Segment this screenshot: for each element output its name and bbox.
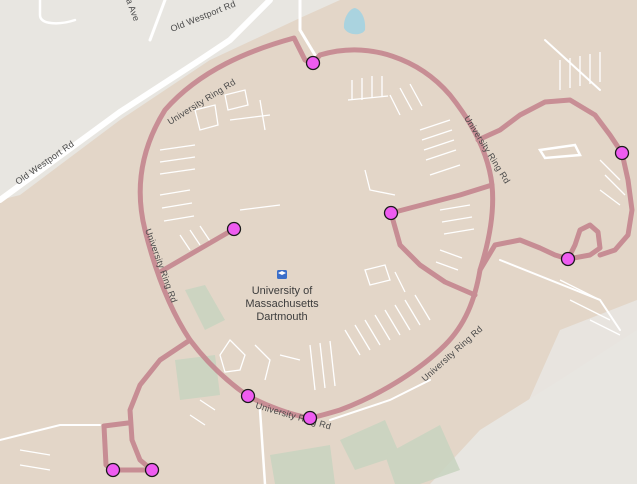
campus-label-line2: Massachusetts (245, 298, 319, 310)
bus-stop-marker[interactable] (305, 55, 321, 71)
campus-area-east (470, 300, 637, 484)
bus-stop-marker[interactable] (105, 462, 121, 478)
bus-route (101, 35, 635, 473)
campus-label-line3: Dartmouth (256, 311, 307, 323)
bus-stop-marker[interactable] (302, 410, 318, 426)
bus-stop-marker[interactable] (614, 145, 630, 161)
graduation-cap-icon[interactable] (277, 270, 287, 279)
bus-stops (105, 55, 630, 478)
roads (0, 0, 621, 484)
parking-lots (19, 52, 626, 471)
campus-label-line1: University of (252, 285, 313, 297)
bus-stop-marker[interactable] (560, 251, 576, 267)
bus-stop-marker[interactable] (383, 205, 399, 221)
green-areas (175, 285, 460, 484)
pond (343, 8, 366, 35)
bus-stop-marker[interactable] (240, 388, 256, 404)
bus-stop-marker[interactable] (226, 221, 242, 237)
bus-stop-marker[interactable] (144, 462, 160, 478)
